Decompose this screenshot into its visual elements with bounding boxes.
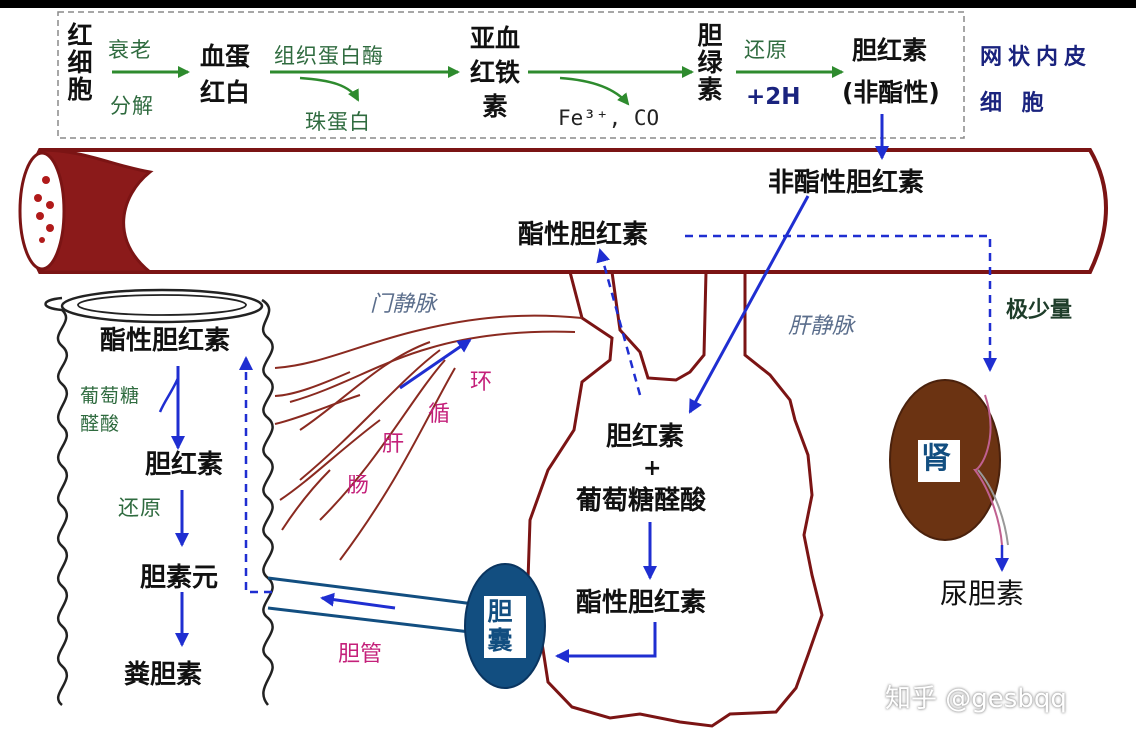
hepatic-vein-label: 肝静脉 [788,314,855,339]
watermark: 知乎 @gesbqq [885,684,1067,714]
kidney-label-bg [918,440,960,482]
enterohepatic-char-1: 肠 [347,475,369,502]
liver-bilirubin-label: 胆红素 [606,422,685,452]
vessel-lumen [18,151,66,271]
urobilinogen-label: 胆素元 [140,563,219,593]
bile-duct-lines [267,576,475,634]
intestine-tube [44,296,69,706]
reduction-top-label: 还原 [744,38,788,62]
liver-conjugated-bilirubin-label: 酯性胆红素 [576,588,707,618]
res-cell-box [57,11,965,139]
conjugated-bilirubin-blood-label: 酯性胆红素 [518,220,649,250]
gallbladder-label-bg [484,596,526,658]
urobilin-label: 尿胆素 [940,577,1025,610]
hemoglobin-label-bottom: 红白 [200,78,251,107]
kidney-label: 肾 [921,441,951,476]
enterohepatic-char-4: 环 [470,370,493,395]
conjugated-bilirubin-gut-label: 酯性胆红素 [100,326,231,356]
bile-duct-label: 胆管 [338,642,383,667]
heme-label: 亚血红铁素 [469,24,520,121]
intestine-tube-right [261,298,274,706]
unconjugated-note-label: (非酯性) [842,78,940,107]
globin-label: 珠蛋白 [305,110,371,134]
top-black-bar [0,0,1136,8]
enterohepatic-char-3: 循 [428,402,451,427]
gallbladder-label: 胆囊 [484,598,513,656]
liver-outline [526,270,824,728]
bilirubin-gut-label: 胆红素 [145,450,224,480]
unconjugated-bilirubin-blood-label: 非酯性胆红素 [768,168,925,198]
red-blood-cells-icon [34,176,54,243]
portal-vein-branches [274,314,583,561]
glucuronic-acid-gut-label: 葡萄糖醛酸 [80,385,141,435]
blue-dashed-arrows [239,234,1009,594]
enterohepatic-char-2: 肝 [382,432,405,457]
liver-glucuronic-label: 葡萄糖醛酸 [576,486,707,516]
tissue-protease-label: 组织蛋白酶 [274,44,384,68]
biliverdin-label: 胆绿素 [694,22,723,103]
aging-label: 衰老 [108,38,152,62]
rbc-label: 红细胞 [64,22,93,103]
ureter [973,394,1003,546]
bilirubin-res-label: 胆红素 [852,36,928,65]
enterohepatic-text: 肠 [347,475,369,497]
very-small-amount-label: 极少量 [1006,298,1073,323]
plus-2h-label: +2H [746,84,801,110]
green-arrows [112,66,844,106]
decompose-label: 分解 [110,94,154,118]
blue-arrows [158,114,889,663]
blood-vessel [22,148,1108,274]
fe-co-label: Fe³⁺, CO [558,106,660,130]
res-cells-label-bottom: 细 胞 [980,90,1050,116]
intestine-top-rim [60,288,264,324]
stercobilin-label: 粪胆素 [124,660,203,690]
liver-plus-label: + [643,456,662,481]
res-cells-label-top: 网状内皮 [980,44,1093,70]
hemoglobin-label-top: 血蛋 [200,42,251,71]
portal-vein-label: 门静脉 [370,292,437,317]
reduction-gut-label: 还原 [118,496,162,520]
